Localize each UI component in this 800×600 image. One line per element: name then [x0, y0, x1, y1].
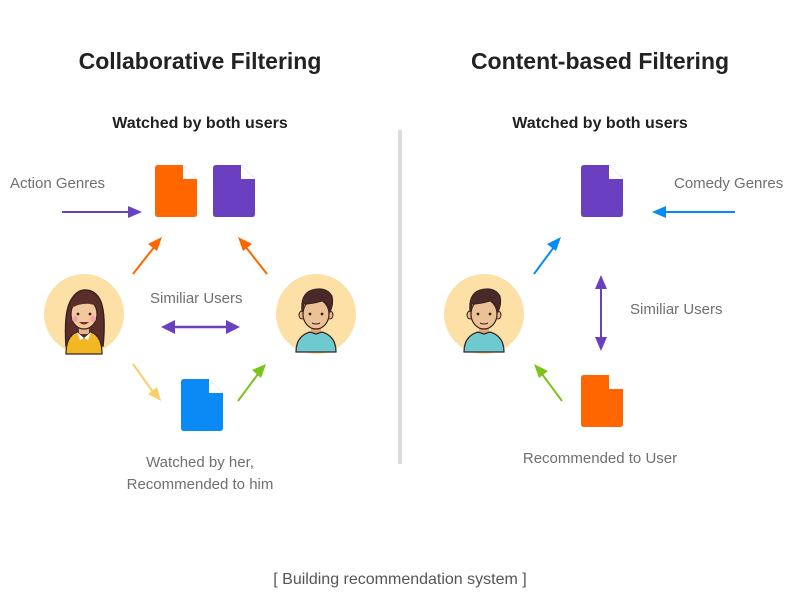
left-similar-users-label: Similiar Users — [150, 290, 243, 307]
right-subtitle: Watched by both users — [512, 115, 688, 132]
section-divider — [398, 130, 402, 464]
user-to-purple-doc-arrow — [533, 237, 561, 275]
watched-by-her-label: Watched by her, — [146, 454, 254, 471]
blue-doc-to-male-arrow — [237, 364, 266, 402]
female-to-blue-doc-arrow — [132, 363, 161, 401]
comedy-genres-arrow — [652, 206, 735, 218]
right-similar-users-label: Similiar Users — [630, 301, 723, 318]
male-user-avatar — [275, 273, 357, 355]
purple-document-icon — [213, 165, 255, 217]
right-purple-document-icon — [581, 165, 623, 217]
orange-document-icon — [155, 165, 197, 217]
orange-doc-to-user-arrow — [534, 364, 563, 402]
female-to-orange-doc-arrow — [132, 237, 162, 275]
right-male-user-avatar — [443, 273, 525, 355]
male-to-purple-doc-arrow — [238, 237, 268, 275]
content-based-filtering-title: Content-based Filtering — [470, 48, 730, 74]
right-similar-users-double-arrow — [595, 275, 607, 351]
action-genres-label: Action Genres — [10, 175, 106, 192]
similar-users-double-arrow — [161, 320, 240, 334]
diagram-caption: [ Building recommendation system ] — [273, 571, 527, 588]
collaborative-filtering-title: Collaborative Filtering — [78, 48, 322, 74]
recommended-to-user-label: Recommended to User — [522, 450, 678, 467]
left-subtitle: Watched by both users — [112, 115, 288, 132]
recommended-to-him-label: Recommended to him — [126, 476, 274, 493]
female-user-avatar — [43, 273, 125, 355]
comedy-genres-label: Comedy Genres — [674, 175, 784, 192]
action-genres-arrow — [62, 206, 142, 218]
right-orange-document-icon — [581, 375, 623, 427]
blue-document-icon — [181, 379, 223, 431]
